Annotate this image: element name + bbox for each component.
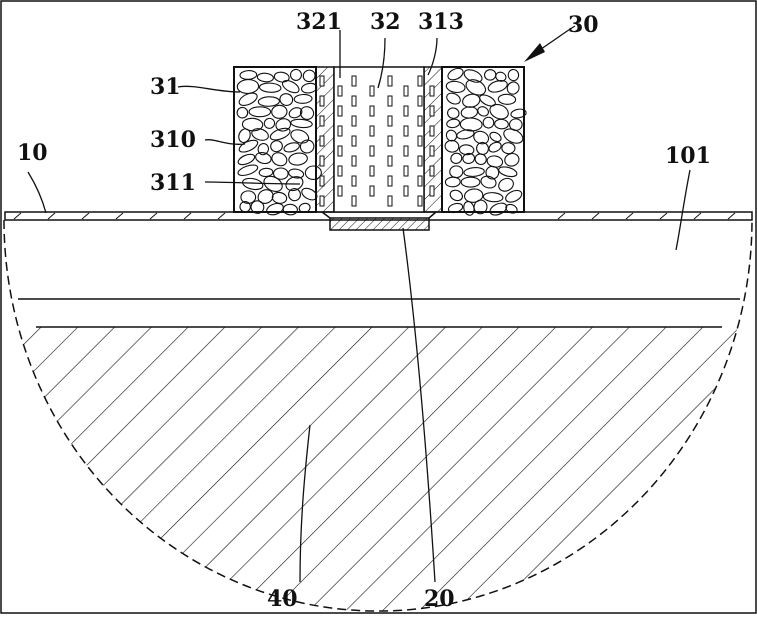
perforation-slots: [319, 75, 435, 207]
arrow-head-30: [524, 43, 545, 62]
tube-wall-left: [315, 66, 335, 213]
dashed-boundary: [3, 219, 753, 612]
label-311: 311: [150, 170, 196, 196]
label-31: 31: [150, 74, 181, 100]
label-30: 30: [568, 12, 599, 38]
label-101: 101: [665, 143, 711, 169]
filter-block-left: [233, 66, 322, 216]
filter-block-right: [441, 66, 527, 216]
label-10: 10: [17, 140, 48, 166]
inner-tube-32: [333, 66, 425, 213]
label-32: 32: [370, 9, 401, 35]
label-313: 313: [418, 9, 464, 35]
soil-region-40: [4, 327, 752, 612]
label-40: 40: [267, 586, 298, 612]
label-20: 20: [424, 586, 455, 612]
label-321: 321: [296, 9, 342, 35]
base-plate-20: [329, 217, 430, 231]
label-310: 310: [150, 127, 196, 153]
